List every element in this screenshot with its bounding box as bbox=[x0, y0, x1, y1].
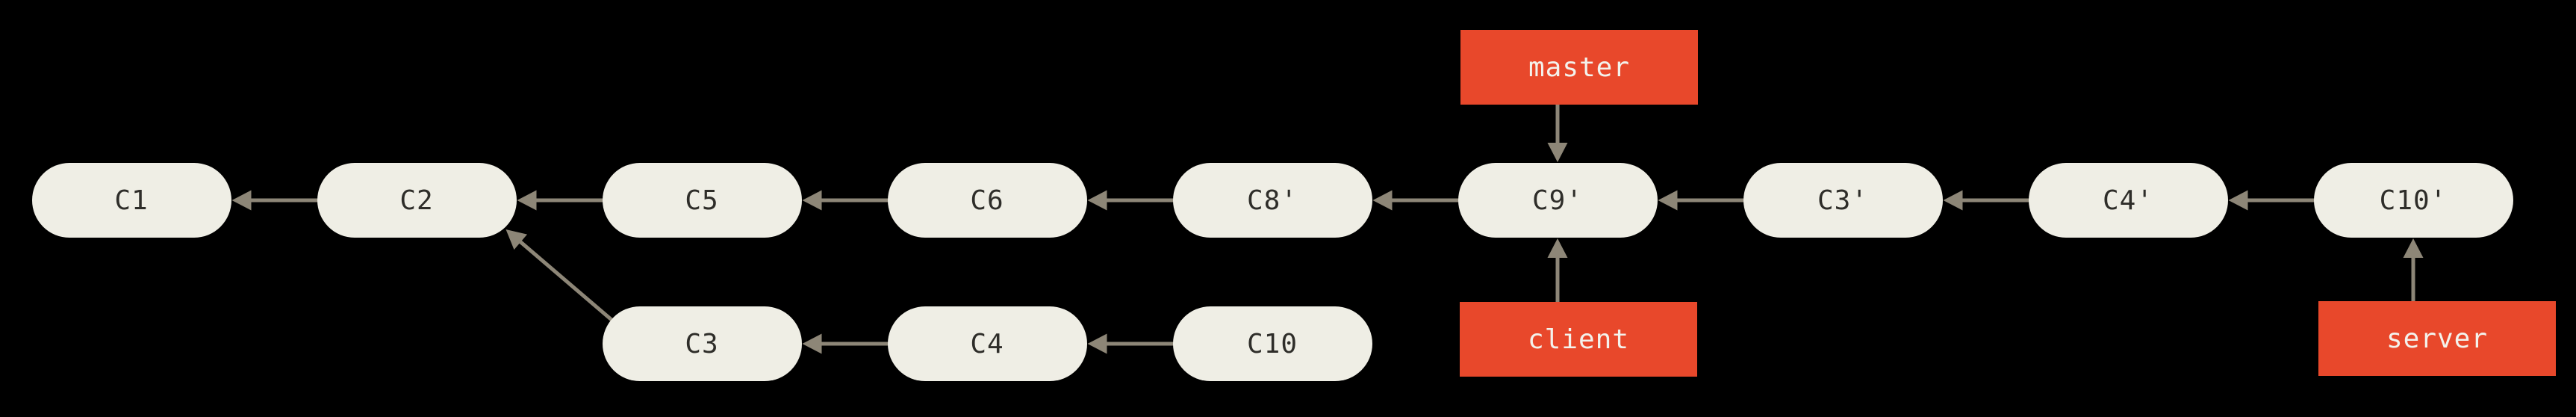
edge-c10p-c4p-head bbox=[2228, 190, 2248, 211]
commit-label: C1 bbox=[114, 185, 149, 216]
commit-node-c10: C10 bbox=[1172, 306, 1372, 381]
commit-node-c3: C3 bbox=[602, 306, 802, 381]
branch-label-master: master bbox=[1460, 30, 1698, 105]
commit-label: C10 bbox=[1246, 328, 1298, 359]
commit-label: C6 bbox=[970, 185, 1004, 216]
commit-node-c9-prime: C9' bbox=[1457, 163, 1658, 238]
commit-node-c2: C2 bbox=[317, 163, 517, 238]
commit-node-c6: C6 bbox=[887, 163, 1087, 238]
edge-c10-c4-head bbox=[1087, 333, 1107, 354]
commit-node-c1: C1 bbox=[31, 163, 231, 238]
commit-node-c4: C4 bbox=[887, 306, 1087, 381]
edge-c3-c2-head bbox=[505, 229, 528, 250]
edge-master-c9p-head bbox=[1547, 143, 1568, 162]
edge-c6-c5-head bbox=[802, 190, 822, 211]
edge-c8p-c6-head bbox=[1087, 190, 1107, 211]
branch-label-text: client bbox=[1527, 324, 1630, 355]
commit-node-c4-prime: C4' bbox=[2028, 163, 2228, 238]
commit-node-c3-prime: C3' bbox=[1743, 163, 1943, 238]
commit-node-c5: C5 bbox=[602, 163, 802, 238]
edge-c3-c2-stem bbox=[518, 239, 615, 323]
commit-label: C4 bbox=[970, 328, 1004, 359]
edge-client-c9p-head bbox=[1547, 238, 1568, 258]
edge-c5-c2-head bbox=[517, 190, 537, 211]
commit-label: C3 bbox=[685, 328, 719, 359]
branch-label-server: server bbox=[2318, 301, 2556, 376]
branch-label-text: master bbox=[1528, 52, 1631, 83]
branch-label-client: client bbox=[1460, 302, 1697, 377]
commit-label: C4' bbox=[2102, 185, 2154, 216]
edge-c4p-c3p-head bbox=[1943, 190, 1963, 211]
commit-node-c10-prime: C10' bbox=[2313, 163, 2513, 238]
edge-c9p-c8p-head bbox=[1372, 190, 1393, 211]
edge-server-c10p-head bbox=[2403, 238, 2424, 258]
commit-label: C5 bbox=[685, 185, 719, 216]
edge-c3p-c9p-head bbox=[1658, 190, 1678, 211]
commit-label: C10' bbox=[2379, 185, 2448, 216]
edge-c2-c1-head bbox=[231, 190, 252, 211]
commit-label: C2 bbox=[399, 185, 434, 216]
commit-label: C3' bbox=[1817, 185, 1869, 216]
branch-label-text: server bbox=[2386, 323, 2489, 354]
commit-label: C9' bbox=[1531, 185, 1584, 216]
commit-node-c8-prime: C8' bbox=[1172, 163, 1372, 238]
commit-label: C8' bbox=[1246, 185, 1298, 216]
edge-c4-c3-head bbox=[802, 333, 822, 354]
